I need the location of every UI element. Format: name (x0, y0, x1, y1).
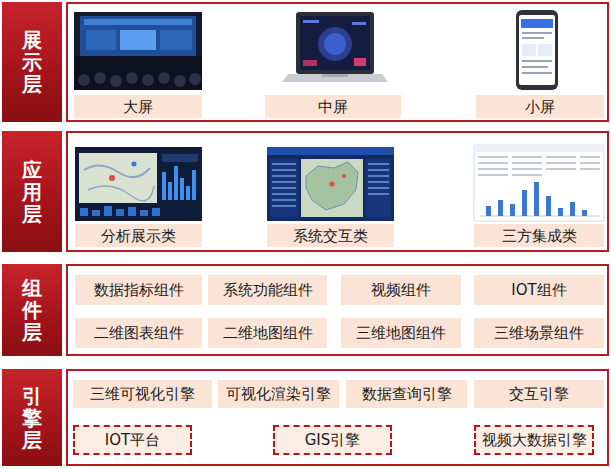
module-box: 二维图表组件 (75, 318, 202, 348)
layer-title: 应用层 (22, 159, 42, 225)
module-label: 大屏 (123, 98, 153, 116)
module-label: GIS引擎 (305, 431, 361, 449)
module-box: 系统交互类 (267, 224, 394, 247)
analysis-screenshot (75, 147, 202, 221)
module-label: 三维可视化引擎 (90, 385, 195, 403)
module-label: 二维地图组件 (223, 324, 313, 342)
layer-title: 展示层 (22, 29, 42, 95)
module-label: 系统功能组件 (223, 281, 313, 299)
module-box: 二维地图组件 (208, 318, 327, 348)
module-label: 视频组件 (371, 281, 431, 299)
module-box: 数据查询引擎 (346, 380, 467, 408)
layer-band: 应用层分析展示类 系统交互类 三方集成类 (2, 131, 609, 252)
module-label: 三方集成类 (502, 227, 577, 245)
module-label: 可视化渲染引擎 (226, 385, 331, 403)
module-box: 三维可视化引擎 (73, 380, 212, 408)
module-box: 视频组件 (341, 275, 461, 305)
module-label: 三维场景组件 (494, 324, 584, 342)
layer-title: 引擎层 (22, 385, 42, 451)
layer-label-box: 引擎层 (2, 369, 62, 466)
module-label: 二维图表组件 (94, 324, 184, 342)
module-label: IOT平台 (105, 431, 160, 449)
module-label: 分析展示类 (101, 227, 176, 245)
phone-illustration (516, 10, 558, 90)
module-label: 小屏 (525, 98, 555, 116)
module-box: 交互引擎 (474, 380, 604, 408)
module-box: 可视化渲染引擎 (218, 380, 339, 408)
module-label: 三维地图组件 (356, 324, 446, 342)
module-box: 小屏 (476, 95, 604, 118)
module-label: 中屏 (318, 98, 348, 116)
layer-band: 引擎层 三维可视化引擎 可视化渲染引擎 数据查询引擎 交互引擎 IOT平台 GIS引擎 视频大… (2, 369, 609, 466)
module-box: IOT组件 (474, 275, 604, 305)
system-screenshot (267, 147, 394, 221)
module-label: 交互引擎 (509, 385, 569, 403)
laptop-illustration (282, 12, 388, 82)
big-screen-photo (74, 12, 202, 90)
module-box: 系统功能组件 (208, 275, 327, 305)
layer-label-box: 应用层 (2, 131, 62, 252)
layer-label-box: 组件层 (2, 264, 62, 356)
layer-band: 展示层大屏 中屏 小屏 (2, 2, 609, 122)
integration-screenshot (474, 145, 604, 221)
module-box: 中屏 (265, 95, 401, 118)
module-box: 三方集成类 (474, 224, 604, 247)
module-label: 系统交互类 (293, 227, 368, 245)
platform-box: IOT平台 (73, 425, 192, 455)
module-label: 数据指标组件 (94, 281, 184, 299)
module-box: 分析展示类 (75, 224, 202, 247)
layer-band: 组件层 数据指标组件 系统功能组件 视频组件 IOT组件二维图表组件 二维地图组件 三维地图… (2, 264, 609, 356)
module-box: 三维地图组件 (341, 318, 461, 348)
module-label: 视频大数据引擎 (482, 431, 587, 449)
module-box: 大屏 (74, 95, 202, 118)
layer-title: 组件层 (22, 277, 42, 343)
module-label: IOT组件 (511, 281, 566, 299)
module-box: 数据指标组件 (75, 275, 202, 305)
module-label: 数据查询引擎 (362, 385, 452, 403)
module-box: 三维场景组件 (474, 318, 604, 348)
layer-label-box: 展示层 (2, 2, 62, 122)
platform-box: 视频大数据引擎 (474, 425, 594, 455)
platform-box: GIS引擎 (273, 425, 392, 455)
